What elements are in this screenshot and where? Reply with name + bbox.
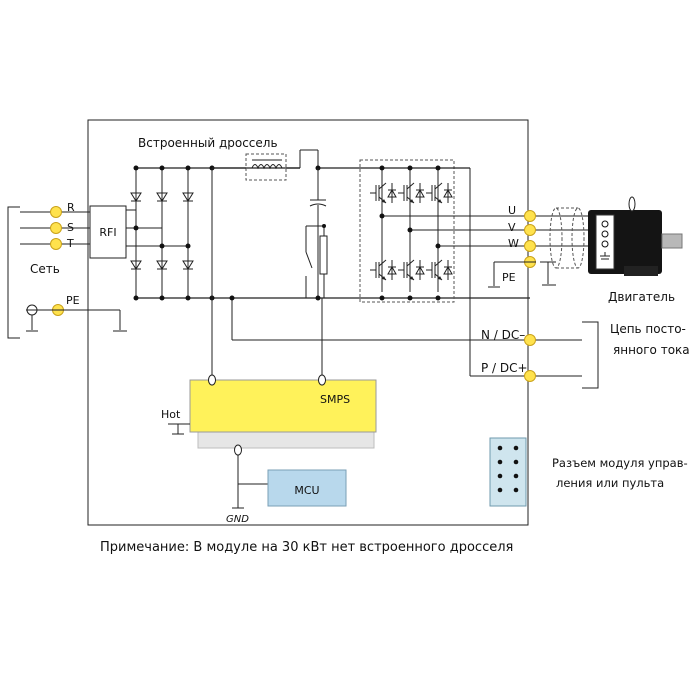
label-dc-circuit-2: янного тока	[613, 343, 690, 357]
label-mcu: MCU	[294, 484, 319, 497]
mains-bracket	[7, 206, 20, 339]
label-gnd: GND	[226, 514, 249, 525]
label-pe-out: PE	[502, 271, 516, 284]
label-r: R	[67, 201, 75, 214]
label-connector-1: Разъем модуля управ-	[552, 456, 688, 470]
dc-neg-terminal	[524, 334, 536, 346]
label-connector-2: ления или пульта	[556, 476, 664, 490]
input-terminals	[50, 206, 64, 316]
label-rfi: RFI	[99, 226, 116, 239]
mcu-block	[267, 469, 347, 507]
drive-enclosure	[87, 119, 529, 526]
rfi-filter	[89, 205, 127, 259]
label-motor: Двигатель	[608, 290, 675, 304]
label-mains: Сеть	[30, 262, 60, 276]
dc-bracket	[582, 321, 599, 389]
smps-block	[189, 379, 377, 433]
dc-capacitor	[309, 168, 327, 301]
label-v: V	[508, 221, 516, 234]
label-u: U	[508, 204, 516, 217]
label-s: S	[67, 221, 74, 234]
output-terminals	[524, 210, 536, 268]
dc-pos-terminal	[524, 370, 536, 382]
label-hot: Hot	[161, 408, 181, 421]
output-wires	[379, 213, 588, 249]
label-dc-pos: P / DC+	[481, 361, 528, 375]
brake-chopper	[305, 224, 328, 298]
label-t: T	[66, 237, 74, 250]
igbt-bridge-frame	[359, 159, 455, 303]
label-dc-neg: N / DC–	[481, 328, 525, 342]
smps-shadow	[197, 429, 375, 449]
label-w: W	[508, 237, 519, 250]
shielded-cable	[540, 207, 585, 286]
label-smps: SMPS	[320, 393, 350, 406]
igbt-bridge	[369, 165, 453, 301]
choke-inductor	[245, 153, 287, 181]
label-dc-circuit-1: Цепь посто-	[610, 322, 686, 336]
label-choke: Встроенный дроссель	[138, 136, 278, 150]
motor	[588, 196, 683, 276]
label-pe-in: PE	[66, 294, 80, 307]
control-connector	[489, 437, 527, 507]
footnote: Примечание: В модуле на 30 кВт нет встро…	[100, 540, 513, 555]
